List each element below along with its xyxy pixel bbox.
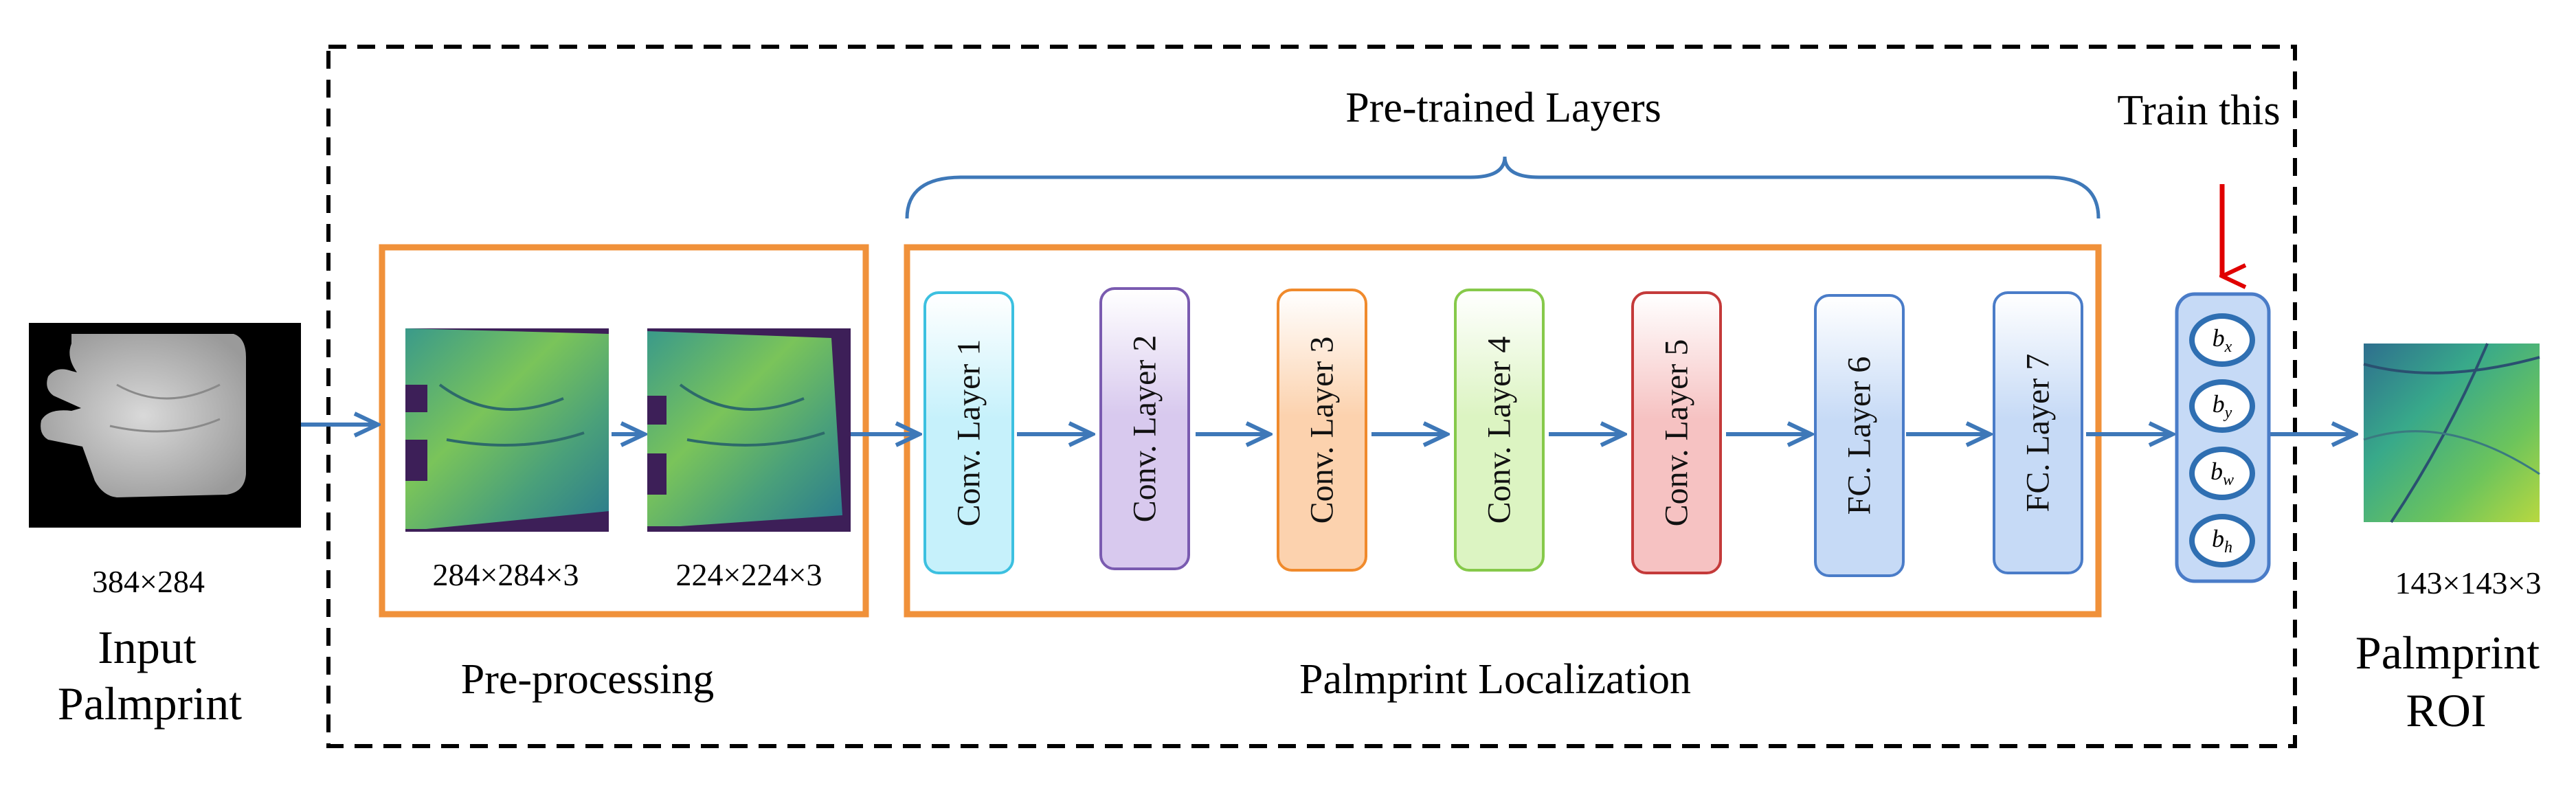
roi-size: 143×143×3 [2395,565,2542,600]
conv-layer-1-label: Conv. Layer 1 [950,339,987,527]
output-by-label: by [2212,390,2232,423]
output-bh-label: bh [2212,524,2232,557]
fc-layer-7: FC. Layer 7 [1993,291,2083,574]
preprocessed-image-1 [405,328,609,532]
input-palm-image [29,323,301,528]
conv-layer-2: Conv. Layer 2 [1099,287,1190,570]
preprocessed-dim-2: 224×224×3 [675,557,822,592]
conv-layer-5: Conv. Layer 5 [1631,291,1722,574]
conv-layer-1: Conv. Layer 1 [923,291,1014,574]
conv-layer-5-label: Conv. Layer 5 [1658,339,1695,527]
preprocessing-label: Pre-processing [460,656,715,703]
fc-layer-6: FC. Layer 6 [1814,294,1905,577]
train-this-label: Train this [2117,87,2281,134]
preprocessed-dim-1: 284×284×3 [432,557,579,592]
pretrained-label: Pre-trained Layers [1345,85,1661,131]
conv-layer-4: Conv. Layer 4 [1454,289,1545,572]
pretrained-brace [905,156,2101,219]
output-bw-label: bw [2210,457,2235,490]
conv-layer-4-label: Conv. Layer 4 [1481,336,1518,524]
preprocessed-image-2 [647,328,851,532]
output-bx: bx [2189,313,2255,367]
input-size: 384×284 [92,564,205,599]
roi-label-line1: Palmprint [2355,627,2540,679]
output-column [2175,292,2271,583]
fc-layer-7-label: FC. Layer 7 [2019,353,2057,513]
roi-label-line2: ROI [2406,684,2487,736]
fc-layer-6-label: FC. Layer 6 [1841,356,1878,515]
input-label-line2: Palmprint [57,677,243,730]
output-bw: bw [2189,447,2255,500]
localization-label: Palmprint Localization [1299,656,1691,703]
preprocessing-box [379,244,869,618]
output-bh: bh [2189,514,2255,567]
roi-image [2363,343,2540,524]
conv-layer-2-label: Conv. Layer 2 [1126,335,1163,523]
input-label-line1: Input [98,621,197,673]
dashed-boundary [326,45,2297,748]
conv-layer-3: Conv. Layer 3 [1277,289,1367,572]
conv-layer-3-label: Conv. Layer 3 [1303,336,1341,524]
output-bx-label: bx [2212,324,2232,357]
output-by: by [2189,379,2255,433]
